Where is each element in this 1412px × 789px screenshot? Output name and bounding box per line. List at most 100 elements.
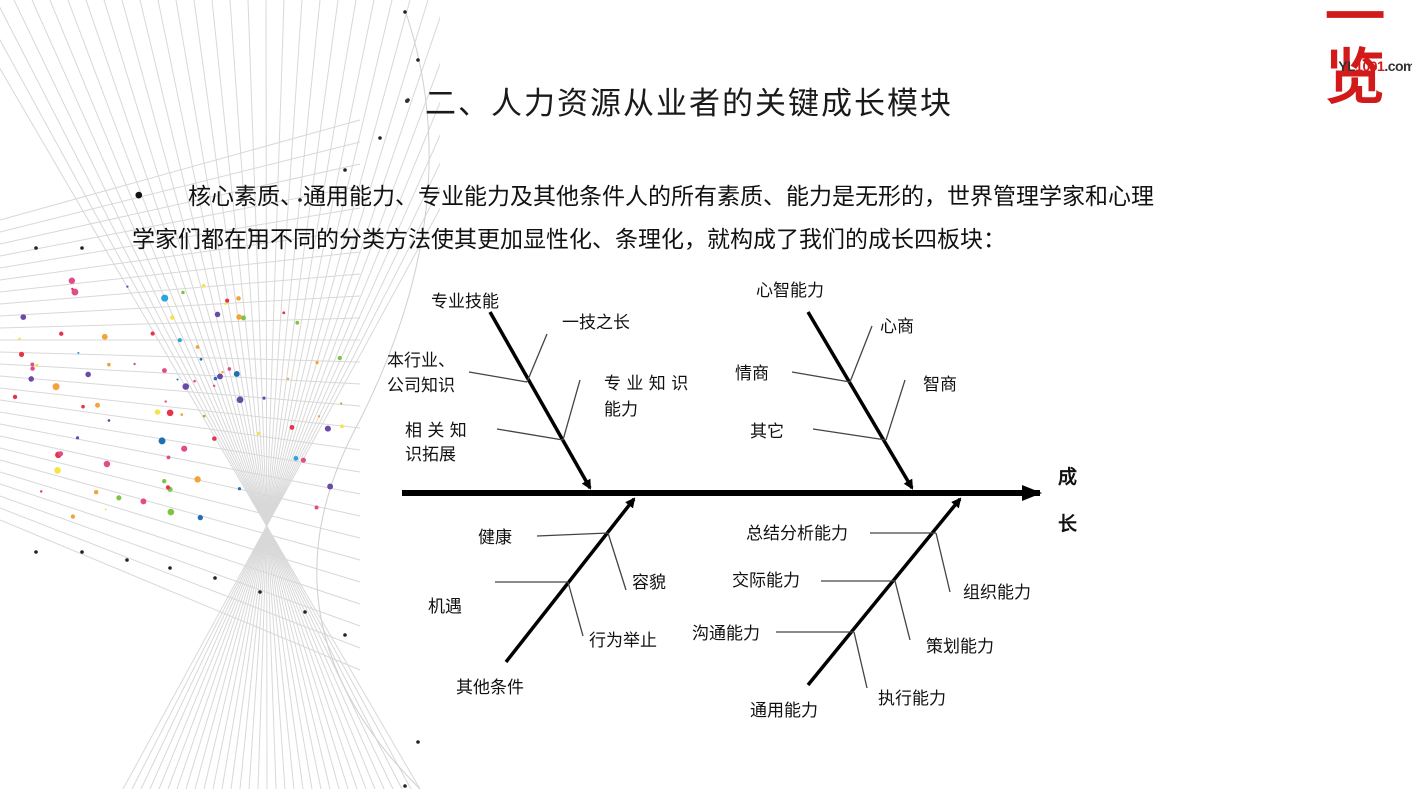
label-mental-quotient: 心商 (880, 317, 914, 337)
deco-dot (201, 283, 206, 288)
deco-line (0, 399, 361, 451)
deco-dot (181, 445, 188, 452)
label-other-top: 其它 (750, 422, 784, 442)
deco-dot (340, 424, 344, 429)
deco-dot (193, 379, 196, 383)
deco-line (0, 363, 361, 385)
deco-dot (85, 371, 91, 378)
deco-dot (140, 498, 147, 505)
deco-line (0, 141, 361, 233)
deco-line (212, 0, 375, 789)
label-industry-knowledge-1: 本行业、 (387, 351, 455, 371)
deco-line (0, 207, 361, 269)
label-general-ability: 通用能力 (750, 701, 818, 721)
deco-line (0, 67, 421, 789)
label-professional-knowledge-1: 专 业 知 识 (604, 374, 688, 394)
deco-arc (316, 9, 430, 789)
deco-dot (133, 362, 136, 366)
deco-dot (166, 455, 171, 460)
deco-line (167, 62, 440, 789)
deco-dot (20, 314, 27, 320)
deco-line (257, 0, 285, 789)
deco-dot (233, 370, 240, 377)
label-related-knowledge-1: 相 关 知 (405, 421, 467, 441)
label-health: 健康 (478, 528, 512, 548)
deco-dot (30, 366, 35, 371)
deco-line (31, 0, 385, 789)
deco-dot (237, 487, 242, 491)
label-summary-analysis: 总结分析能力 (746, 524, 848, 544)
deco-dot (58, 451, 64, 457)
deco-line (140, 162, 440, 789)
deco-black-dot (80, 550, 84, 554)
deco-dot (212, 436, 217, 441)
deco-line (239, 0, 321, 789)
deco-line (149, 134, 440, 789)
deco-black-dot (168, 566, 172, 570)
deco-dot (282, 311, 286, 315)
deco-line (248, 0, 303, 789)
deco-dot (194, 476, 201, 483)
deco-line (121, 0, 340, 789)
deco-black-dot (416, 740, 420, 744)
title-bullet-dot (405, 99, 409, 103)
label-communication: 沟通能力 (692, 624, 760, 644)
branch-general-ability: 通用能力 总结分析能力 组织能力 交际能力 策划能力 沟通能力 执行能力 (692, 497, 1031, 721)
deco-line (0, 163, 361, 245)
deco-dot (214, 311, 221, 318)
label-intelligence-quotient: 智商 (923, 375, 957, 395)
deco-line (0, 317, 361, 329)
deco-black-dot (378, 136, 382, 140)
deco-line (0, 295, 361, 317)
deco-line (0, 119, 361, 221)
label-execution: 执行能力 (878, 689, 946, 709)
deco-line (0, 507, 361, 649)
label-behavior: 行为举止 (589, 631, 657, 651)
deco-dot (224, 302, 227, 306)
deco-line (0, 423, 361, 495)
deco-dot (18, 351, 25, 357)
deco-black-dot (343, 168, 347, 172)
deco-dot (162, 479, 167, 484)
deco-dot (165, 485, 171, 490)
deco-dot (126, 285, 129, 288)
deco-dot (54, 467, 61, 474)
branch-mental-ability: 心智能力 心商 情商 智商 其它 (735, 281, 957, 490)
deco-line (229, 0, 286, 789)
deco-dot (70, 514, 76, 519)
deco-line (203, 0, 393, 789)
intro-line-1: 核心素质、通用能力、专业能力及其他条件人的所有素质、能力是无形的，世界管理学家和… (188, 184, 1154, 210)
deco-dot (166, 409, 174, 417)
deco-line (0, 251, 361, 293)
deco-line (139, 0, 331, 789)
deco-dot (257, 431, 261, 436)
label-professional-knowledge-2: 能力 (604, 400, 638, 420)
deco-dot (225, 298, 230, 303)
deco-line (0, 411, 361, 473)
label-other-conditions: 其他条件 (456, 678, 524, 698)
deco-dot (236, 296, 241, 301)
deco-dot (59, 331, 64, 336)
deco-dot (212, 384, 216, 388)
deco-line (0, 351, 361, 363)
branch-professional-skills: 专业技能 一技之长 本行业、 公司知识 专 业 知 识 能力 相 关 知 识拓展 (387, 292, 688, 490)
fishbone-diagram: 成 长 专业技能 一技之长 本行业、 公司知识 专 业 知 识 能力 相 关 知… (387, 281, 1078, 721)
deco-dot (286, 377, 290, 381)
deco-dot (317, 415, 321, 418)
label-mental-ability: 心智能力 (756, 281, 824, 301)
deco-dot (300, 457, 306, 463)
deco-black-dot (34, 246, 38, 250)
deco-line (0, 471, 361, 583)
deco-dot (236, 314, 242, 320)
deco-line (211, 0, 295, 789)
deco-dot (197, 514, 203, 521)
deco-dot (293, 455, 299, 461)
deco-dot (315, 361, 319, 365)
label-appearance: 容貌 (632, 573, 666, 593)
deco-line (0, 229, 361, 281)
label-emotional-quotient: 情商 (735, 364, 769, 384)
deco-dot (217, 373, 223, 380)
deco-line (49, 0, 376, 789)
deco-black-dot (403, 784, 407, 788)
deco-line (0, 375, 361, 407)
